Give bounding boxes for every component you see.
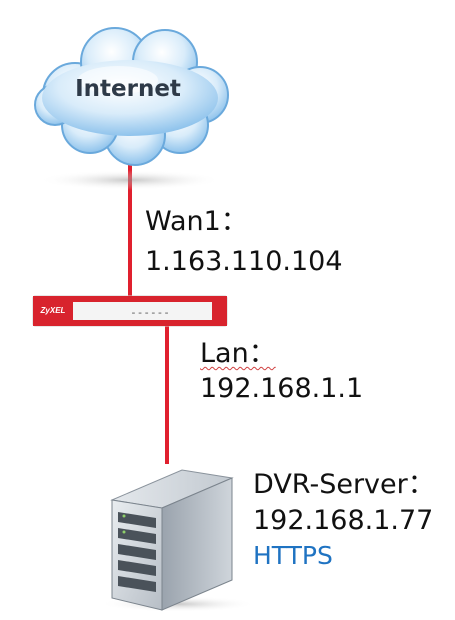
server-protocol: HTTPS: [253, 541, 333, 570]
cloud-icon: Internet: [34, 27, 229, 190]
internet-label: Internet: [75, 76, 181, 102]
lan-ip: 192.168.1.1: [200, 373, 364, 404]
server-label: DVR-Server：: [253, 469, 435, 500]
lan-label: Lan：: [200, 338, 276, 369]
server-tower-icon: [100, 469, 256, 612]
server-ip: 192.168.1.77: [253, 505, 434, 536]
wan-ip: 1.163.110.104: [145, 246, 343, 277]
wan-label: Wan1：: [145, 206, 248, 237]
router-ports: ------: [130, 306, 170, 319]
firewall-router-icon: ZyXEL ------: [32, 295, 228, 327]
router-brand-label: ZyXEL: [40, 306, 66, 315]
